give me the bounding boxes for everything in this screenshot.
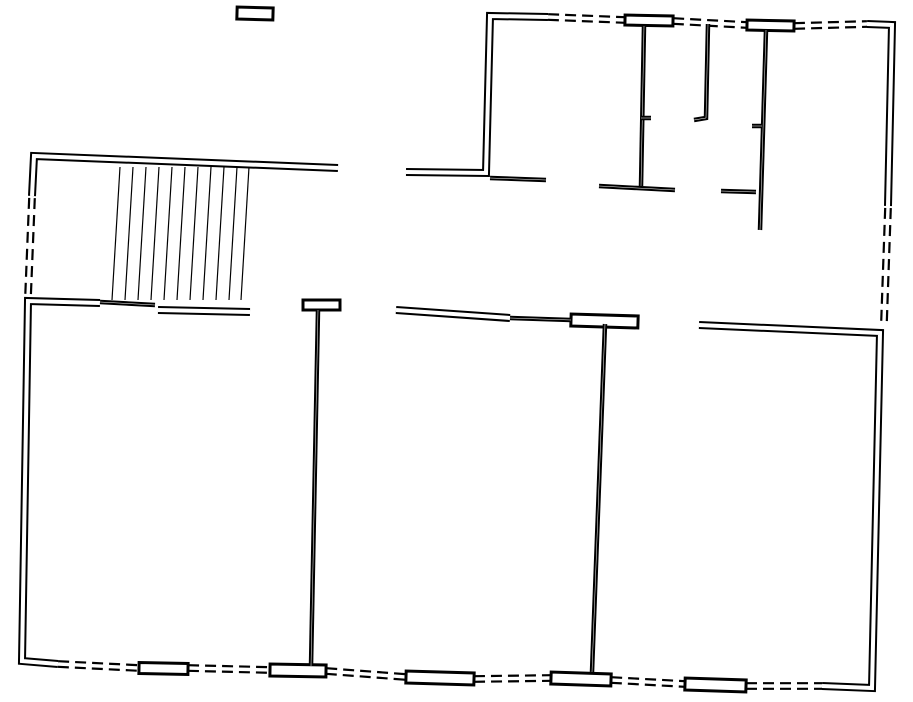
bottom-pier-block-1 xyxy=(137,660,190,677)
partition-upper-3-core xyxy=(759,29,767,231)
partition-room-2-core xyxy=(591,323,606,673)
window-bottom-1-outer xyxy=(57,665,139,672)
partition-upper-2 xyxy=(693,23,711,123)
pier-block-left xyxy=(301,298,342,312)
main-right-wall xyxy=(698,321,885,693)
partition-wing-base-core xyxy=(489,177,547,181)
main-left-wall xyxy=(17,296,101,668)
bottom-pier-block-3 xyxy=(404,669,476,687)
stair-tread-6 xyxy=(176,166,186,301)
window-bottom-5-inner xyxy=(611,676,686,683)
stair-tread-5 xyxy=(163,166,173,301)
upper-wing-left-wall-core xyxy=(405,13,549,176)
window-left-wing-outer xyxy=(24,197,31,297)
window-top-1-outer xyxy=(547,18,625,24)
window-bottom-4-outer xyxy=(474,679,552,683)
window-right-inner xyxy=(885,208,892,323)
window-openings xyxy=(24,13,892,690)
upper-pier-block-1 xyxy=(623,13,675,28)
bottom-pier-block-5 xyxy=(683,676,748,694)
stair-tread-1 xyxy=(111,166,121,301)
window-bottom-5-outer xyxy=(610,681,685,688)
window-bottom-3-outer xyxy=(325,672,406,681)
partition-upper-1-core xyxy=(640,25,645,187)
partition-upper-1-base-core xyxy=(598,185,676,191)
window-bottom-4-inner xyxy=(473,674,551,678)
window-bottom-1-inner xyxy=(58,660,140,667)
stair-landing-line-core xyxy=(99,301,156,306)
window-bottom-3-inner xyxy=(326,667,407,676)
door-threshold-line-core xyxy=(509,317,572,321)
window-right-outer xyxy=(880,207,887,322)
partition-upper-2-core xyxy=(693,23,709,121)
window-bottom-2-outer xyxy=(187,669,270,674)
detached-pier-block xyxy=(235,5,275,22)
window-top-1-inner xyxy=(548,13,626,19)
partition-room-1-core xyxy=(310,309,319,667)
main-right-wall-core xyxy=(698,323,883,691)
staircase xyxy=(111,166,250,301)
stair-tread-8 xyxy=(202,166,212,301)
main-left-wall-core xyxy=(19,298,101,666)
stair-tread-7 xyxy=(189,166,199,301)
stair-tread-2 xyxy=(124,166,134,301)
front-wall-left-segment-core xyxy=(157,308,251,314)
window-bottom-2-inner xyxy=(188,664,271,669)
window-top-2-inner xyxy=(673,17,748,24)
interior-partitions xyxy=(99,23,769,673)
stair-tread-4 xyxy=(150,166,160,301)
upper-wing-right-wall-core xyxy=(866,22,895,207)
exterior-walls xyxy=(17,11,897,693)
window-left-wing-inner xyxy=(29,198,36,298)
stair-tread-11 xyxy=(240,166,250,301)
wall-blocks xyxy=(137,5,796,694)
stair-tread-9 xyxy=(215,166,225,301)
stair-tread-3 xyxy=(137,166,147,301)
bottom-pier-block-4 xyxy=(549,670,613,688)
window-top-3-inner xyxy=(793,20,867,25)
left-wing-top-wall-core xyxy=(30,153,339,197)
upper-wing-left-wall xyxy=(405,11,549,178)
upper-pier-block-2 xyxy=(745,18,796,33)
window-top-3-outer xyxy=(794,25,868,30)
stair-tread-10 xyxy=(228,166,238,301)
bottom-pier-block-2 xyxy=(268,662,328,679)
partition-upper-3-base-core xyxy=(720,190,757,193)
front-wall-middle-core xyxy=(395,308,511,320)
